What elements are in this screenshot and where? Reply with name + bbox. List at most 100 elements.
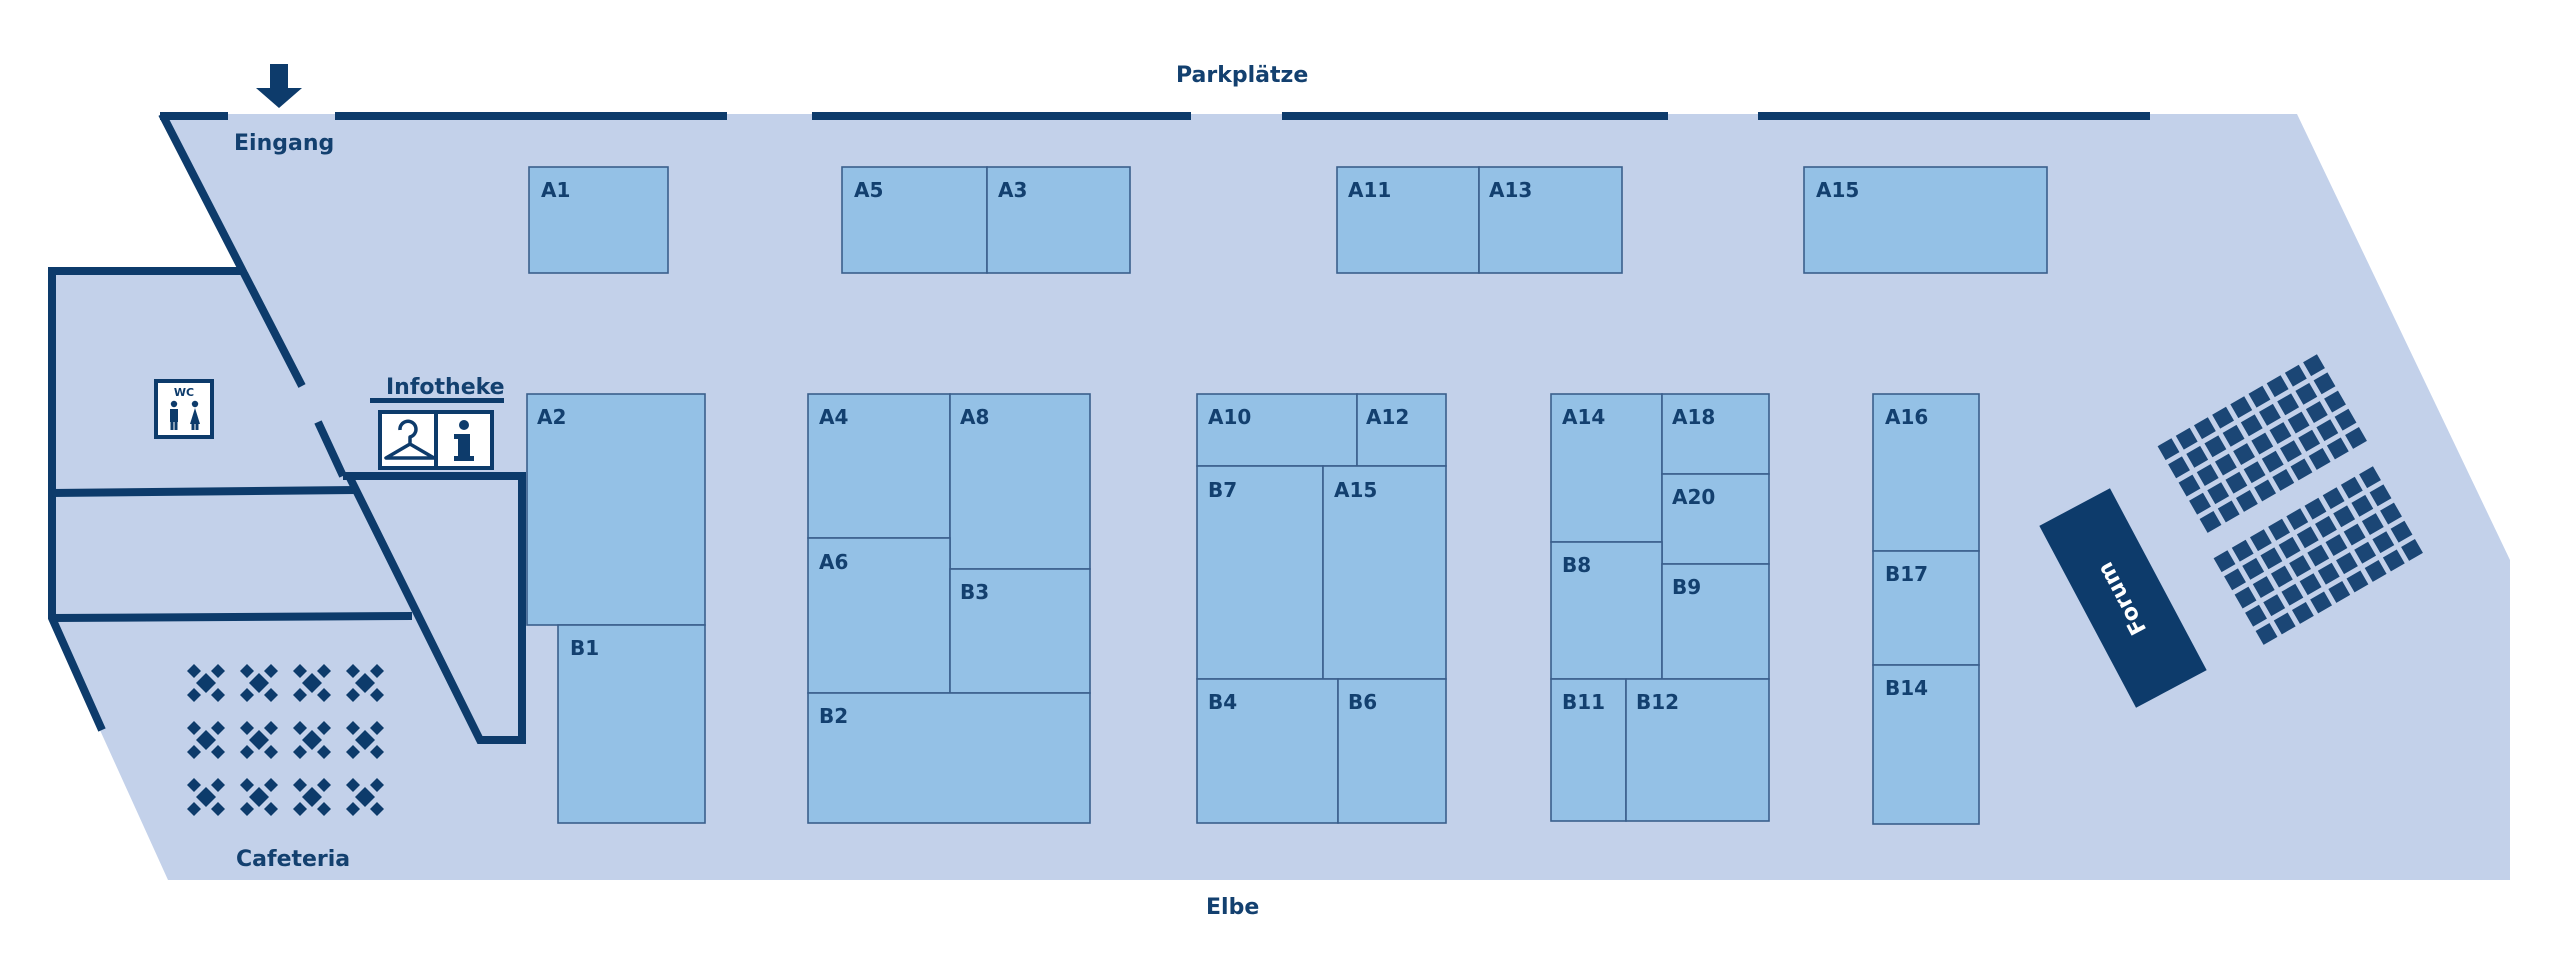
booth-label: B3	[960, 580, 989, 604]
seat-icon	[2194, 461, 2222, 489]
seat-icon	[2240, 458, 2269, 486]
booth-b9[interactable]: B9	[1661, 563, 1770, 680]
seat-icon	[2294, 523, 2322, 552]
seat-icon	[2250, 573, 2278, 601]
seat-icon	[2343, 567, 2372, 596]
seat-icon	[2201, 432, 2230, 461]
wc-label: WC	[174, 386, 194, 399]
booth-a2[interactable]: A2	[526, 393, 706, 626]
seat-icon	[2286, 552, 2314, 580]
seat-icon	[2307, 588, 2335, 617]
booth-b3[interactable]: B3	[949, 568, 1091, 694]
booth-label: B17	[1885, 562, 1928, 586]
seat-icon	[2209, 404, 2237, 432]
booth-b11[interactable]: B11	[1550, 678, 1627, 822]
information-icon[interactable]	[434, 410, 494, 470]
seat-icon	[2247, 526, 2275, 554]
seat-icon	[2312, 513, 2340, 541]
booth-label: A18	[1672, 405, 1715, 429]
seat-icon	[2303, 398, 2331, 426]
seat-icon	[2361, 557, 2390, 585]
cafeteria-label: Cafeteria	[236, 847, 350, 872]
seat-icon	[2239, 555, 2267, 583]
seat-icon	[2154, 435, 2183, 463]
booth-a14[interactable]: A14	[1550, 393, 1663, 543]
seat-icon	[2204, 479, 2232, 507]
forum-seating-block-north	[2154, 351, 2370, 536]
seat-icon	[2296, 570, 2325, 598]
seat-icon	[2356, 463, 2384, 491]
booth-b6[interactable]: B6	[1337, 678, 1447, 824]
seat-icon	[2305, 445, 2334, 473]
booth-a16[interactable]: A16	[1872, 393, 1980, 552]
seat-icon	[2212, 450, 2240, 479]
booth-a3[interactable]: A3	[986, 166, 1131, 274]
booth-label: A15	[1816, 178, 1859, 202]
booth-b1[interactable]: B1	[557, 624, 706, 824]
seat-icon	[2227, 393, 2255, 421]
booth-label: A16	[1885, 405, 1928, 429]
booth-label: B11	[1562, 690, 1605, 714]
booth-a1[interactable]: A1	[528, 166, 669, 274]
parking-label: Parkplätze	[1176, 63, 1308, 88]
coat-hanger-icon[interactable]	[378, 410, 438, 470]
booth-a4[interactable]: A4	[807, 393, 951, 539]
seat-icon	[2257, 544, 2286, 573]
booth-a8[interactable]: A8	[949, 393, 1091, 570]
forum-stage[interactable]: Forum	[2039, 488, 2207, 708]
forum-seating-block-south	[2210, 463, 2426, 648]
table-chairs-icon	[240, 778, 278, 816]
seat-icon	[2175, 471, 2204, 500]
booth-b12[interactable]: B12	[1625, 678, 1770, 822]
seat-icon	[2269, 466, 2297, 494]
seat-icon	[2321, 387, 2349, 416]
seat-icon	[2277, 437, 2305, 465]
booth-label: A1	[541, 178, 570, 202]
booth-label: B8	[1562, 553, 1591, 577]
seat-icon	[2260, 591, 2288, 619]
seat-icon	[2310, 369, 2339, 398]
seat-icon	[2215, 497, 2243, 526]
booth-label: A5	[854, 178, 883, 202]
booth-a10[interactable]: A10	[1196, 393, 1358, 467]
restroom-icon[interactable]: WC	[154, 379, 214, 439]
booths: A1 A5 A3 A11 A13 A15 A2 B1 A4 A8 A6 B3 B…	[526, 166, 2048, 825]
booth-a20[interactable]: A20	[1661, 473, 1770, 565]
booth-b17[interactable]: B17	[1872, 550, 1980, 666]
booth-b8[interactable]: B8	[1550, 541, 1663, 680]
seat-icon	[2210, 547, 2239, 575]
seat-icon	[2251, 476, 2279, 505]
seat-icon	[2351, 539, 2379, 567]
seat-icon	[2387, 518, 2416, 546]
booth-a18[interactable]: A18	[1661, 393, 1770, 475]
seat-icon	[2183, 443, 2211, 471]
booth-label: A10	[1208, 405, 1251, 429]
booth-a13[interactable]: A13	[1478, 166, 1623, 274]
booth-a11[interactable]: A11	[1336, 166, 1480, 274]
seat-icon	[2366, 481, 2395, 510]
booth-a5[interactable]: A5	[841, 166, 988, 274]
booth-a15-north[interactable]: A15	[1803, 166, 2048, 274]
booth-a15-center[interactable]: A15	[1322, 465, 1447, 680]
booth-b4[interactable]: B4	[1196, 678, 1339, 824]
booth-a12[interactable]: A12	[1356, 393, 1447, 467]
seat-icon	[2271, 609, 2299, 638]
seat-icon	[2331, 406, 2360, 434]
booth-b14[interactable]: B14	[1872, 664, 1980, 825]
table-chairs-icon	[187, 664, 225, 702]
table-chairs-icon	[240, 721, 278, 759]
booth-b7[interactable]: B7	[1196, 465, 1324, 680]
seat-icon	[2278, 581, 2307, 609]
seat-icon	[2231, 583, 2260, 612]
booth-a6[interactable]: A6	[807, 537, 951, 694]
seat-icon	[2325, 578, 2353, 606]
seat-icon	[2191, 414, 2219, 442]
booth-b2[interactable]: B2	[807, 692, 1091, 824]
seat-icon	[2333, 549, 2361, 577]
seat-icon	[2256, 401, 2284, 429]
booth-label: A3	[998, 178, 1027, 202]
seat-icon	[2248, 429, 2276, 458]
seat-icon	[2348, 492, 2376, 520]
table-chairs-icon	[187, 778, 225, 816]
seat-icon	[2315, 560, 2343, 588]
